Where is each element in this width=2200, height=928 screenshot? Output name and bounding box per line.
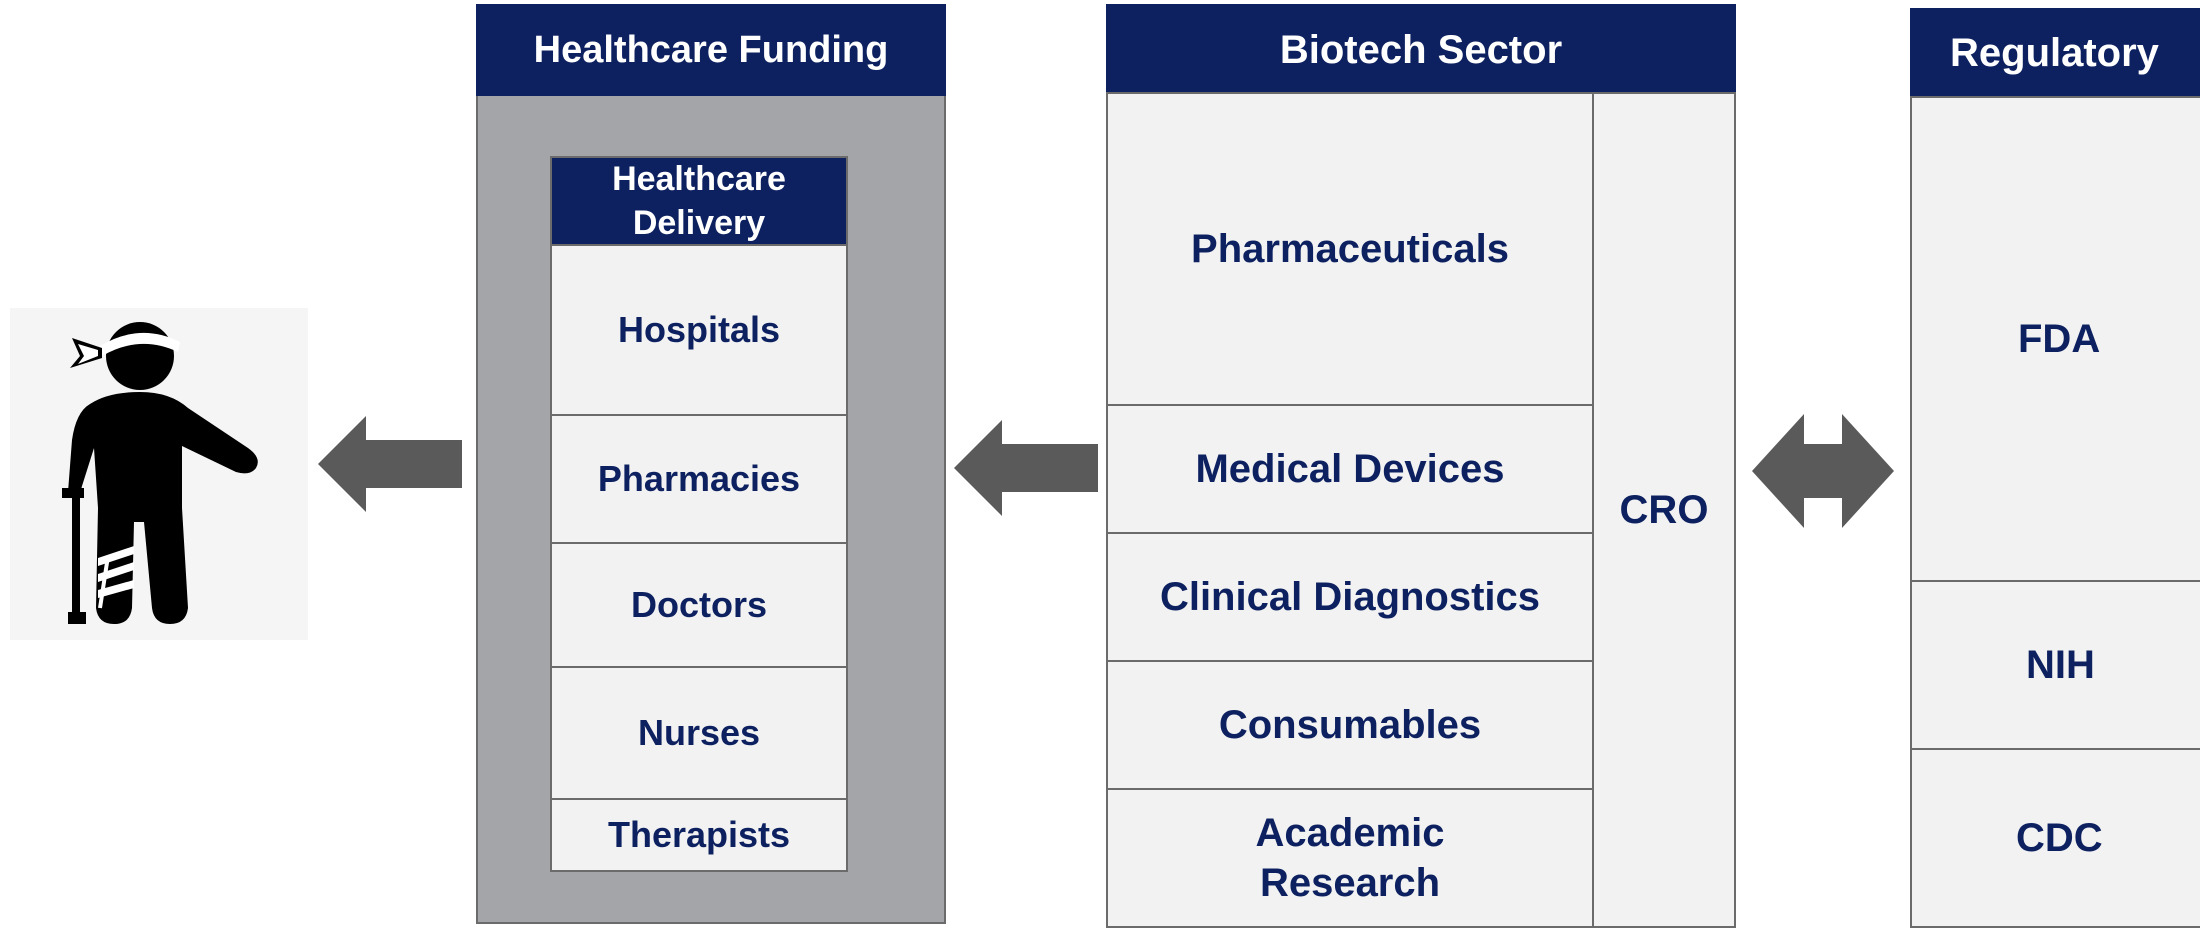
biotech-item-cro: CRO — [1592, 92, 1736, 928]
arrow-left-icon — [954, 420, 1098, 516]
healthcare-delivery-title: Healthcare Delivery — [550, 156, 848, 246]
patient-panel — [10, 308, 308, 640]
biotech-item-clinical-diagnostics: Clinical Diagnostics — [1106, 532, 1594, 662]
delivery-item-therapists: Therapists — [550, 798, 848, 872]
injured-patient-icon — [62, 322, 258, 624]
arrow-left-icon — [318, 416, 462, 512]
delivery-item-pharmacies: Pharmacies — [550, 414, 848, 544]
healthcare-delivery-title-line1: Healthcare — [612, 160, 786, 198]
regulatory-item-cdc: CDC — [1910, 748, 2200, 928]
academic-research-line1: Academic — [1255, 811, 1445, 855]
delivery-item-hospitals: Hospitals — [550, 244, 848, 416]
biotech-item-consumables: Consumables — [1106, 660, 1594, 790]
regulatory-item-nih: NIH — [1910, 580, 2200, 750]
regulatory-item-fda: FDA — [1910, 96, 2200, 582]
academic-research-line2: Research — [1259, 861, 1441, 905]
double-arrow-icon — [1752, 414, 1894, 528]
delivery-item-doctors: Doctors — [550, 542, 848, 668]
biotech-item-medical-devices: Medical Devices — [1106, 404, 1594, 534]
regulatory-title: Regulatory — [1910, 8, 2200, 98]
delivery-item-nurses: Nurses — [550, 666, 848, 800]
biotech-sector-title: Biotech Sector — [1106, 4, 1736, 96]
healthcare-delivery-title-line2: Delivery — [632, 204, 766, 242]
biotech-item-pharmaceuticals: Pharmaceuticals — [1106, 92, 1594, 406]
healthcare-funding-title: Healthcare Funding — [476, 4, 946, 96]
biotech-item-academic-research: Academic Research — [1106, 788, 1594, 928]
